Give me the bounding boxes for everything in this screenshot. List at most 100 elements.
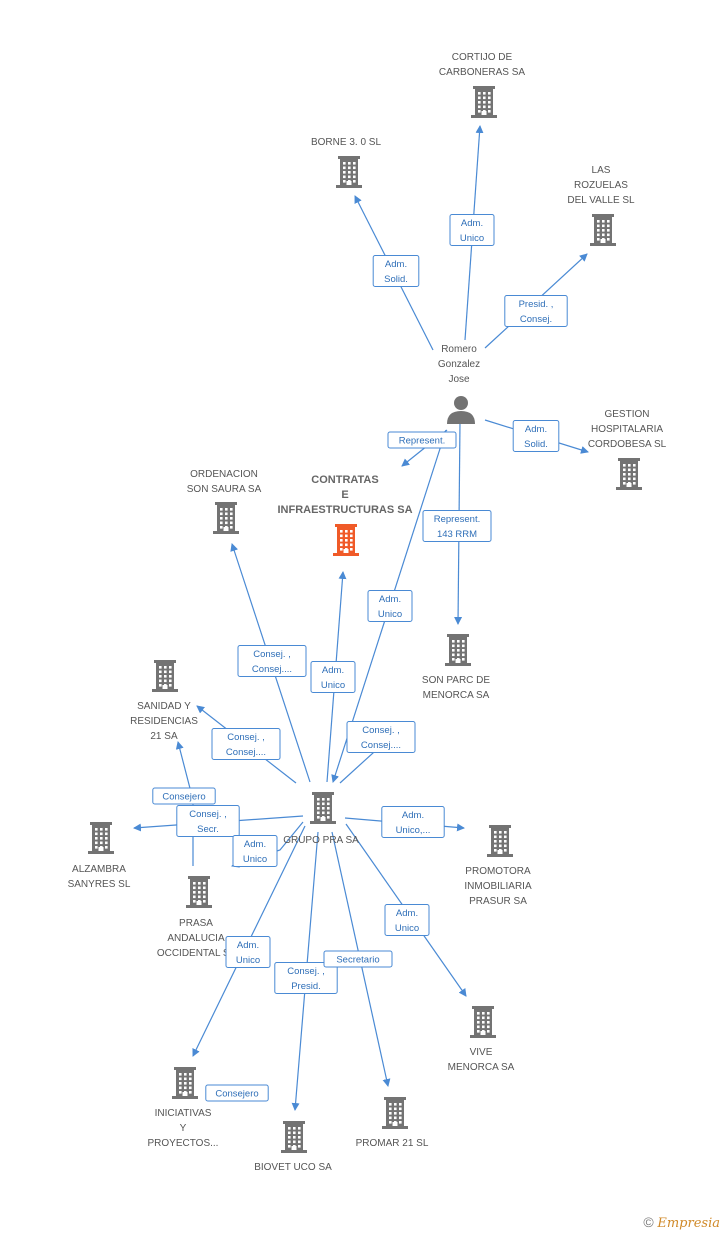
edge-label-text: Unico — [243, 854, 267, 865]
edge-label-text: Consej. , — [287, 966, 325, 977]
edge-label-text: Unico — [236, 955, 260, 966]
node-label: CONTRATAS — [311, 474, 378, 486]
building-icon — [487, 825, 513, 857]
node-label: OCCIDENTAL SL — [157, 948, 236, 959]
edge-label[interactable]: Represent. — [387, 431, 457, 449]
edge-label-text: Represent. — [399, 436, 445, 447]
node-label: INFRAESTRUCTURAS SA — [277, 504, 412, 516]
node-promar[interactable]: PROMAR 21 SL — [356, 1097, 429, 1149]
edge-label[interactable]: Consejero — [205, 1084, 269, 1102]
node-rozuelas[interactable]: LAS ROZUELAS DEL VALLE SL — [567, 165, 635, 246]
edge-label[interactable]: Adm.Unico — [449, 214, 495, 246]
node-biovet[interactable]: BIOVET UCO SA — [254, 1121, 332, 1173]
node-label: ROZUELAS — [574, 180, 628, 191]
edge-label[interactable]: Adm.Solid. — [372, 255, 420, 287]
edge-label-text: Adm. — [396, 908, 418, 919]
edge-label-text: Adm. — [379, 594, 401, 605]
edge-label[interactable]: Adm.Unico — [232, 835, 278, 867]
node-vive[interactable]: VIVE MENORCA SA — [448, 1006, 515, 1073]
edge-label-text: Consej. , — [253, 649, 291, 660]
edge-label[interactable]: Adm.Solid. — [512, 420, 560, 452]
person-icon — [447, 396, 475, 424]
node-label: PRASA — [179, 918, 213, 929]
edge-label[interactable]: Consej. ,Consej.... — [346, 721, 416, 753]
node-label: SANYRES SL — [68, 879, 131, 890]
edge-label[interactable]: Adm.Unico — [310, 661, 356, 693]
edge-label[interactable]: Consej. ,Presid. — [274, 962, 338, 994]
edge-label-box — [449, 214, 495, 246]
edge-label[interactable]: Consej. , Consej.... — [211, 728, 281, 760]
edge-label[interactable]: Adm. Unico — [367, 590, 413, 622]
node-label: BIOVET UCO SA — [254, 1162, 332, 1173]
edge-label-text: Consej.... — [361, 740, 401, 751]
edge-label-box — [225, 936, 271, 968]
edge-label[interactable]: Presid. , Consej. — [504, 295, 568, 327]
node-label: LAS — [592, 165, 611, 176]
edge-label-box — [152, 787, 216, 805]
building-icon — [336, 156, 362, 188]
node-iniciativas[interactable]: INICIATIVAS Y PROYECTOS... — [148, 1067, 219, 1149]
edge-label[interactable]: Consej. , Secr. — [176, 805, 240, 837]
edge-label[interactable]: Adm. Unico — [225, 936, 271, 968]
node-label: GESTION — [604, 409, 649, 420]
edge-label-text: Consej. , — [189, 809, 227, 820]
edge-label-box — [381, 806, 445, 838]
edge-label-box — [211, 728, 281, 760]
building-icon — [152, 660, 178, 692]
node-label: MENORCA SA — [423, 690, 490, 701]
node-label: INICIATIVAS — [155, 1108, 212, 1119]
node-grupo[interactable]: GRUPO PRA SA — [283, 792, 359, 846]
edge-label[interactable]: Represent.143 RRM — [422, 510, 492, 542]
edge-label-text: Presid. , — [519, 299, 554, 310]
edge-label-text: Unico — [395, 923, 419, 934]
brand-name: Empresia — [657, 1216, 720, 1231]
node-label: VIVE — [470, 1047, 493, 1058]
node-borne[interactable]: BORNE 3. 0 SL — [311, 137, 381, 188]
edge-label-text: Consej. — [520, 314, 552, 325]
watermark: © Empresia — [643, 1214, 720, 1231]
edge-label-box — [310, 661, 356, 693]
building-icon — [471, 86, 497, 118]
edge-label[interactable]: Adm.Unico,... — [381, 806, 445, 838]
edge-label-text: Unico — [378, 609, 402, 620]
node-label: PROYECTOS... — [148, 1138, 219, 1149]
building-icon — [590, 214, 616, 246]
edge-label-text: Consej.... — [226, 747, 266, 758]
edge-label[interactable]: Consej. , Consej.... — [237, 645, 307, 677]
node-label: MENORCA SA — [448, 1062, 515, 1073]
node-label: PROMOTORA — [465, 866, 531, 877]
edge-label-text: Adm. — [402, 810, 424, 821]
edge-label-text: Solid. — [384, 274, 408, 285]
edge-label-text: Adm. — [237, 940, 259, 951]
edge-label-text: Solid. — [524, 439, 548, 450]
building-icon — [310, 792, 336, 824]
edge-label-text: Consej. , — [227, 732, 265, 743]
edge-label[interactable]: Consejero — [152, 787, 216, 805]
building-icon — [281, 1121, 307, 1153]
edge-label-box — [205, 1084, 269, 1102]
building-icon — [445, 634, 471, 666]
edge-label-box — [346, 721, 416, 753]
node-label: Y — [180, 1123, 187, 1134]
edge-label-text: Secr. — [197, 824, 219, 835]
edge-label[interactable]: Adm. Unico — [384, 904, 430, 936]
edge-label[interactable]: Secretario — [323, 950, 393, 968]
node-label: GRUPO PRA SA — [283, 835, 359, 846]
edge-label-text: Consej.... — [252, 664, 292, 675]
building-icon — [470, 1006, 496, 1038]
edge-label-text: Adm. — [322, 665, 344, 676]
building-icon — [616, 458, 642, 490]
node-label: DEL VALLE SL — [567, 195, 635, 206]
